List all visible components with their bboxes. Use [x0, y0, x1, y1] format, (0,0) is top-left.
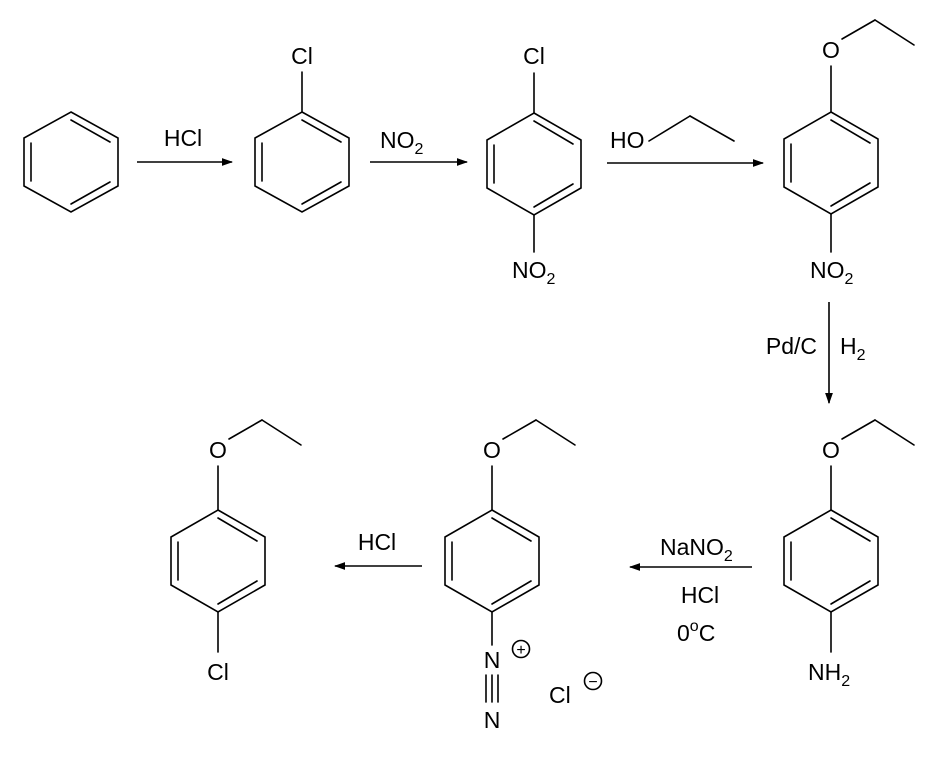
reagent-label: Pd/C — [766, 333, 817, 359]
reaction-arrow-step5: NaNO2 HCl 0oC — [628, 534, 752, 646]
chlorine-label: Cl — [291, 43, 313, 69]
molecule-ethoxynitrobenzene: O NO2 — [783, 19, 915, 288]
chlorine-label: Cl — [523, 43, 545, 69]
reagent-label: HCl — [358, 529, 396, 555]
oxygen-label: O — [483, 437, 501, 463]
nitro-label: NO2 — [810, 257, 854, 288]
chloride-label: Cl — [549, 682, 571, 708]
amine-label: NH2 — [808, 659, 850, 690]
oxygen-label: O — [822, 37, 840, 63]
reaction-arrow-step3: HO — [607, 115, 765, 167]
chlorine-label: Cl — [207, 659, 229, 685]
molecule-chloronitrobenzene: Cl NO2 — [486, 43, 582, 288]
oxygen-label: O — [209, 437, 227, 463]
negative-charge-icon — [583, 671, 603, 691]
oxygen-label: O — [822, 437, 840, 463]
reagent-label: NaNO2 — [660, 534, 733, 565]
molecule-chlorobenzene: Cl — [254, 43, 350, 213]
reagent-label: HO — [610, 127, 645, 153]
temperature-label: 0oC — [677, 618, 715, 646]
negative-charge-sign: − — [588, 674, 597, 691]
reaction-arrow-step2: NO2 — [370, 127, 469, 166]
reaction-arrow-step1: HCl — [137, 125, 234, 166]
molecule-chloroethoxybenzene: O Cl — [170, 419, 302, 685]
reagent-label: NO2 — [380, 127, 424, 158]
molecule-diazonium: O N N + Cl − — [444, 419, 603, 733]
reagent-label: HCl — [164, 125, 202, 151]
nitro-label: NO2 — [512, 257, 556, 288]
molecule-benzene — [23, 111, 119, 213]
nitrogen-label: N — [484, 707, 501, 733]
reaction-arrow-step4: Pd/C H2 — [766, 302, 866, 405]
reagent-label: HCl — [681, 582, 719, 608]
nitrogen-label: N — [484, 647, 501, 673]
reagent-label: H2 — [840, 333, 866, 364]
positive-charge-sign: + — [516, 642, 525, 659]
positive-charge-icon — [511, 639, 531, 659]
molecule-ethoxyaniline: O NH2 — [783, 419, 915, 690]
reaction-arrow-step6: HCl — [333, 529, 422, 570]
